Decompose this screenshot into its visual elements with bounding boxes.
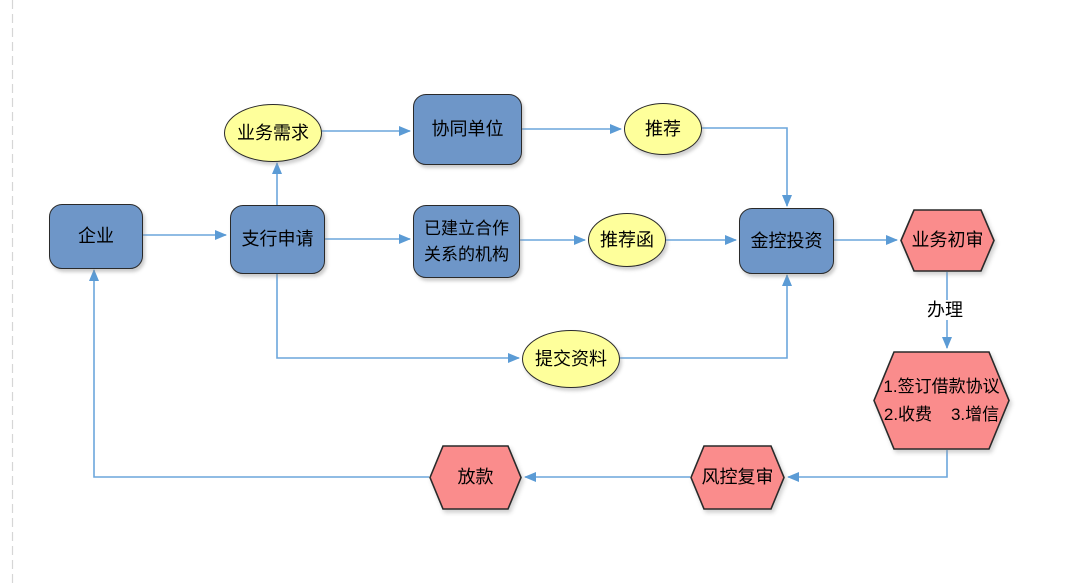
hexagon-shape bbox=[873, 351, 1010, 450]
node-loan-disbursement-label: 放款 bbox=[457, 467, 494, 488]
edge-tuijian-to-jinkong bbox=[700, 127, 792, 207]
node-submit-materials-label: 提交资料 bbox=[535, 348, 607, 369]
partner-label-line1: 已建立合作 bbox=[424, 218, 509, 238]
node-enterprise[interactable]: 企业 bbox=[49, 204, 143, 269]
node-loan-disbursement[interactable]: 放款 bbox=[429, 445, 522, 510]
node-collaborating-unit[interactable]: 协同单位 bbox=[413, 94, 522, 165]
partner-label-line2: 关系的机构 bbox=[424, 244, 509, 264]
agreement-label-line2: 2.收费 3.增信 bbox=[883, 404, 1000, 424]
node-risk-control-review[interactable]: 风控复审 bbox=[690, 445, 785, 510]
node-branch-application-label: 支行申请 bbox=[241, 229, 314, 250]
node-business-demand-label: 业务需求 bbox=[237, 122, 309, 143]
hexagon-shape bbox=[900, 209, 995, 272]
edge-fangkuan-to-qiye bbox=[89, 269, 429, 478]
node-collaborating-unit-label: 协同单位 bbox=[431, 119, 504, 140]
node-established-partner-institution[interactable]: 已建立合作 关系的机构 bbox=[413, 205, 520, 278]
node-recommendation-letter-label: 推荐函 bbox=[600, 229, 654, 250]
node-enterprise-label: 企业 bbox=[78, 226, 114, 247]
node-business-demand[interactable]: 业务需求 bbox=[224, 104, 322, 162]
node-sign-loan-agreement[interactable]: 1.签订借款协议 2.收费 3.增信 bbox=[873, 351, 1010, 450]
edge-zhihang-to-tijiaoziliao bbox=[276, 272, 520, 363]
node-submit-materials[interactable]: 提交资料 bbox=[522, 330, 620, 388]
node-jinkong-investment-label: 金控投资 bbox=[750, 230, 823, 251]
node-sign-loan-agreement-label: 1.签订借款协议 2.收费 3.增信 bbox=[883, 373, 999, 429]
node-risk-control-review-label: 风控复审 bbox=[701, 467, 774, 488]
node-initial-business-review[interactable]: 业务初审 bbox=[900, 209, 995, 272]
agreement-label-line1: 1.签订借款协议 bbox=[883, 376, 1000, 396]
node-recommend[interactable]: 推荐 bbox=[624, 103, 702, 155]
hexagon-shape bbox=[429, 445, 522, 510]
node-recommend-label: 推荐 bbox=[645, 118, 681, 139]
node-established-partner-institution-label: 已建立合作 关系的机构 bbox=[424, 216, 509, 268]
node-recommendation-letter[interactable]: 推荐函 bbox=[588, 213, 666, 267]
node-initial-business-review-label: 业务初审 bbox=[911, 230, 984, 251]
edge-label-banli: 办理 bbox=[924, 300, 966, 320]
edge-qianding-to-fengkong bbox=[787, 450, 948, 482]
node-branch-application[interactable]: 支行申请 bbox=[230, 205, 325, 274]
edge-tijiaoziliao-to-jinkong bbox=[618, 274, 792, 359]
hexagon-shape bbox=[690, 445, 785, 510]
node-jinkong-investment[interactable]: 金控投资 bbox=[739, 208, 834, 274]
